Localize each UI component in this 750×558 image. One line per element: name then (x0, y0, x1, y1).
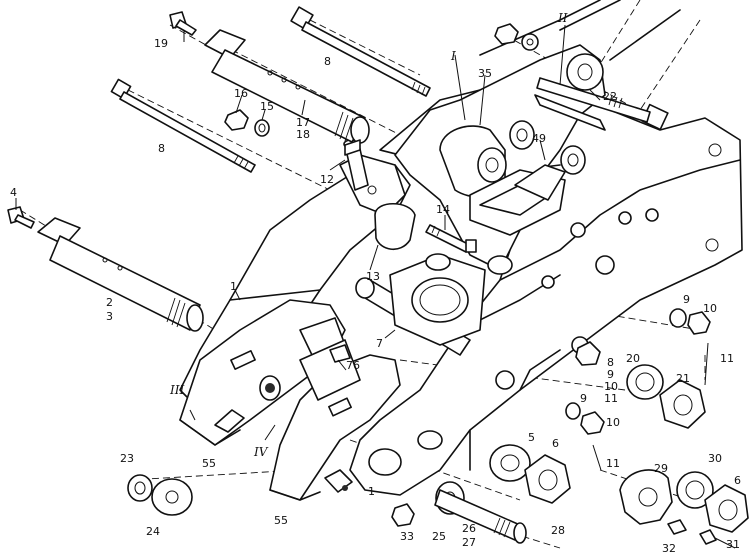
callout-55: 55 (202, 457, 216, 470)
callout-18: 18 (296, 128, 310, 141)
lower-link-left (179, 299, 346, 446)
callout-10: 10 (703, 302, 717, 315)
callout-11: 11 (720, 352, 734, 365)
callout-3: 3 (106, 310, 113, 323)
callout-29: 29 (654, 462, 668, 475)
callout-11: 11 (606, 457, 620, 470)
callout-13: 13 (366, 270, 380, 283)
callout-8: 8 (607, 356, 614, 369)
callout-11: 11 (604, 392, 618, 405)
callout-8: 8 (158, 142, 165, 155)
callout-8: 8 (324, 55, 331, 68)
callout-9: 9 (580, 392, 587, 405)
view-markers: I II III IV (169, 11, 568, 459)
callout-33: 33 (400, 530, 414, 543)
upper-pivot-housing (394, 0, 681, 271)
callout-24: 24 (146, 525, 160, 538)
callout-9: 9 (607, 368, 614, 381)
callout-6: 6 (552, 437, 559, 450)
leader-lines (15, 24, 601, 441)
callout-55: 55 (274, 514, 288, 527)
view-marker-I: I (450, 49, 456, 63)
main-bracket-right-plate (349, 69, 743, 496)
callout-labels: 19 8 16 15 17 18 8 12 4 14 13 1 2 3 7 76… (10, 37, 741, 555)
callout-26: 26 (462, 522, 476, 535)
view-marker-IV: IV (253, 445, 269, 459)
callout-4: 4 (10, 186, 17, 199)
callout-6: 6 (734, 474, 741, 487)
bolt-8-left (110, 78, 256, 173)
callout-15: 15 (260, 100, 274, 113)
callout-21: 21 (676, 372, 690, 385)
callout-1: 1 (368, 485, 375, 498)
view-marker-III: III (169, 383, 184, 397)
lower-link-center (269, 339, 401, 501)
callout-19: 19 (154, 37, 168, 50)
callout-14: 14 (436, 203, 450, 216)
callout-49: 49 (532, 132, 546, 145)
callout-12: 12 (320, 173, 334, 186)
bolt-8-top (290, 6, 431, 97)
callout-16: 16 (234, 87, 248, 100)
callout-17: 17 (296, 116, 310, 129)
callout-10: 10 (606, 416, 620, 429)
callout-7: 7 (376, 337, 383, 350)
callout-30: 30 (708, 452, 722, 465)
callout-35: 35 (478, 67, 492, 80)
callout-5: 5 (528, 431, 535, 444)
callout-25: 25 (432, 530, 446, 543)
callout-76: 76 (346, 359, 360, 372)
callout-1: 1 (230, 280, 237, 293)
callout-22: 22 (603, 90, 617, 103)
callout-10: 10 (604, 380, 618, 393)
small-hardware (7, 11, 749, 549)
callout-28: 28 (551, 524, 565, 537)
callout-2: 2 (106, 296, 113, 309)
view-marker-II: II (557, 11, 568, 25)
bolt-8-right (536, 77, 669, 131)
cross-tube (355, 253, 513, 356)
callout-20: 20 (626, 352, 640, 365)
pin-2-3 (37, 217, 204, 332)
callout-27: 27 (462, 536, 476, 549)
callout-9: 9 (683, 293, 690, 306)
callout-32: 32 (662, 542, 676, 555)
callout-31: 31 (726, 538, 740, 551)
callout-23: 23 (120, 452, 134, 465)
